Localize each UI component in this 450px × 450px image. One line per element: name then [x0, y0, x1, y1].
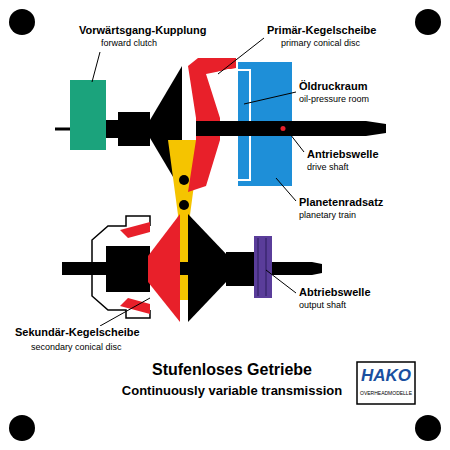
part-label-en: forward clutch — [100, 38, 158, 48]
part-label: Abtriebswelle — [298, 286, 372, 299]
part-label-en: secondary conical disc — [30, 342, 123, 352]
diagram-subtitle: Continuously variable transmission — [121, 384, 343, 399]
part-label: Sekundär-Kegelscheibe — [14, 326, 141, 339]
part-label: Vorwärtsgang-Kupplung — [78, 24, 208, 37]
leader-lines — [92, 38, 304, 326]
part-label-en: primary conical disc — [280, 38, 361, 48]
part-label: Öldruckraum — [298, 80, 368, 93]
part-label-en: planetary train — [298, 210, 357, 220]
part-label: Planetenradsatz — [298, 196, 384, 209]
secondary-unit — [62, 214, 322, 322]
logo-text: HAKO — [360, 366, 412, 386]
part-label: Primär-Kegelscheibe — [266, 24, 377, 37]
logo-text: OVERHEADMODELLE — [359, 391, 413, 397]
part-label-en: output shaft — [298, 300, 347, 310]
corner-holes — [9, 9, 441, 441]
logo-frame — [357, 362, 415, 404]
part-label: Antriebswelle — [306, 148, 380, 161]
part-label-en: drive shaft — [306, 162, 350, 172]
part-label-en: oil-pressure room — [298, 94, 370, 104]
diagram-title: Stufenloses Getriebe — [152, 360, 312, 379]
